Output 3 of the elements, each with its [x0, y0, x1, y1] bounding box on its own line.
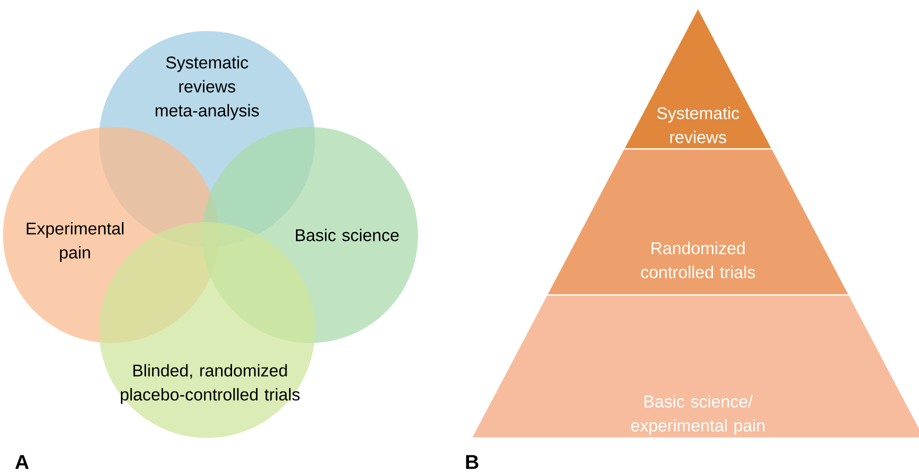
- panel-letter: B: [466, 455, 478, 469]
- panel-letter: A: [15, 455, 29, 469]
- pyramid-level: Basic science/ experimental pain: [470, 294, 919, 439]
